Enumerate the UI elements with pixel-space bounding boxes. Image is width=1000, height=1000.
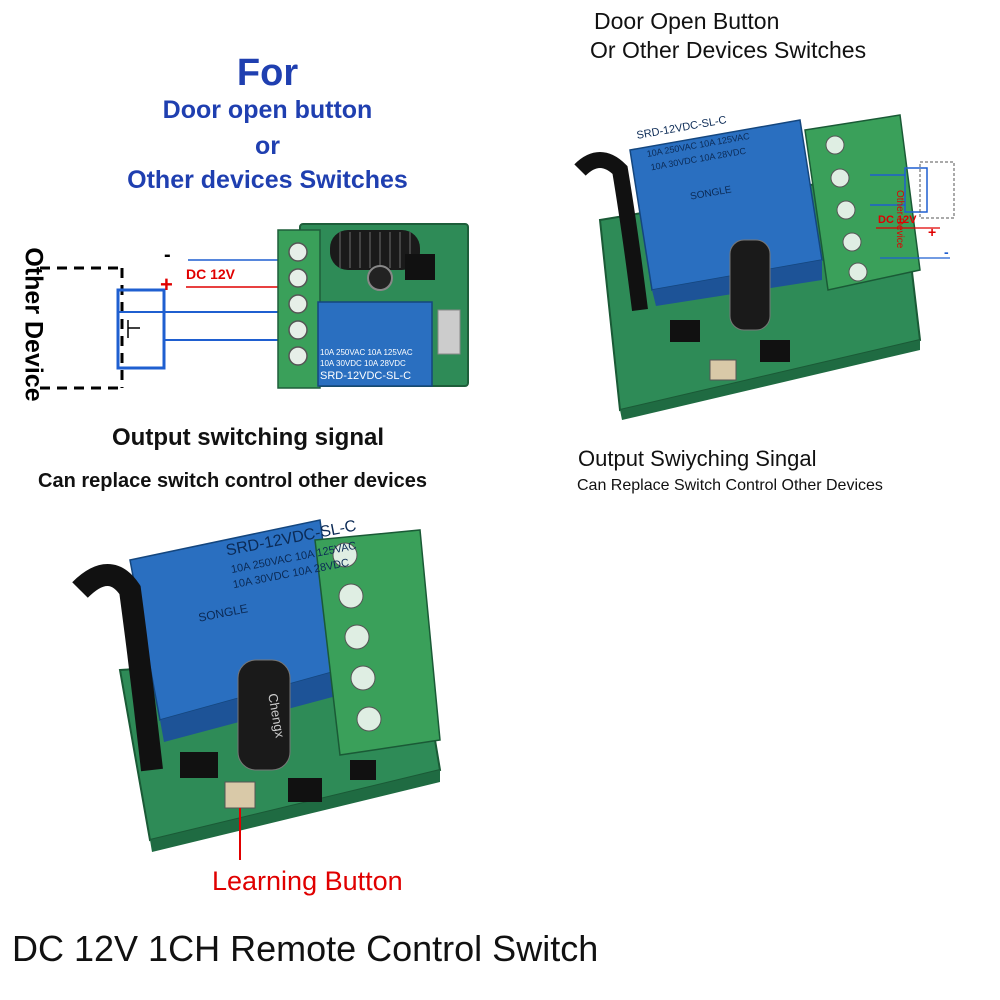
tr-output-caption: Output Swiyching Singal [578, 446, 817, 471]
learning-button-label: Learning Button [212, 866, 403, 896]
or-label: or [255, 132, 280, 160]
relay-spec-1: 10A 250VAC 10A 125VAC [320, 348, 413, 357]
relay-spec-2: 10A 30VDC 10A 28VDC [320, 359, 406, 368]
other-devices-switches-label: Other devices Switches [127, 166, 408, 194]
output-switching-caption: Output switching signal [112, 424, 384, 451]
receiver-module-small [277, 223, 469, 389]
main-title: DC 12V 1CH Remote Control Switch [12, 928, 599, 969]
other-device-vertical-label: Other Device [19, 247, 48, 402]
tr-dc-12v-label: DC 12V [878, 214, 917, 226]
plus-label: + [160, 272, 173, 297]
door-open-button-title: Door Open Button [594, 8, 780, 34]
receiver-board-large [72, 519, 442, 860]
switch-symbol [116, 288, 166, 370]
tr-minus-label: - [944, 244, 949, 260]
other-devices-switches-title: Or Other Devices Switches [590, 37, 867, 63]
wiring-diagram [40, 223, 469, 390]
other-device-dashed-bracket [40, 266, 124, 390]
learning-button-graphic [224, 781, 256, 809]
minus-label: - [164, 244, 171, 266]
door-open-button-label: Door open button [162, 96, 373, 124]
for-heading: For [236, 52, 299, 94]
relay-model: SRD-12VDC-SL-C [320, 370, 412, 382]
tr-plus-label: + [928, 224, 937, 240]
replace-switch-caption: Can replace switch control other devices [38, 470, 428, 492]
dc-12v-label: DC 12V [186, 266, 236, 282]
tr-replace-caption: Can Replace Switch Control Other Devices [577, 477, 883, 494]
receiver-board-angled [574, 114, 955, 420]
